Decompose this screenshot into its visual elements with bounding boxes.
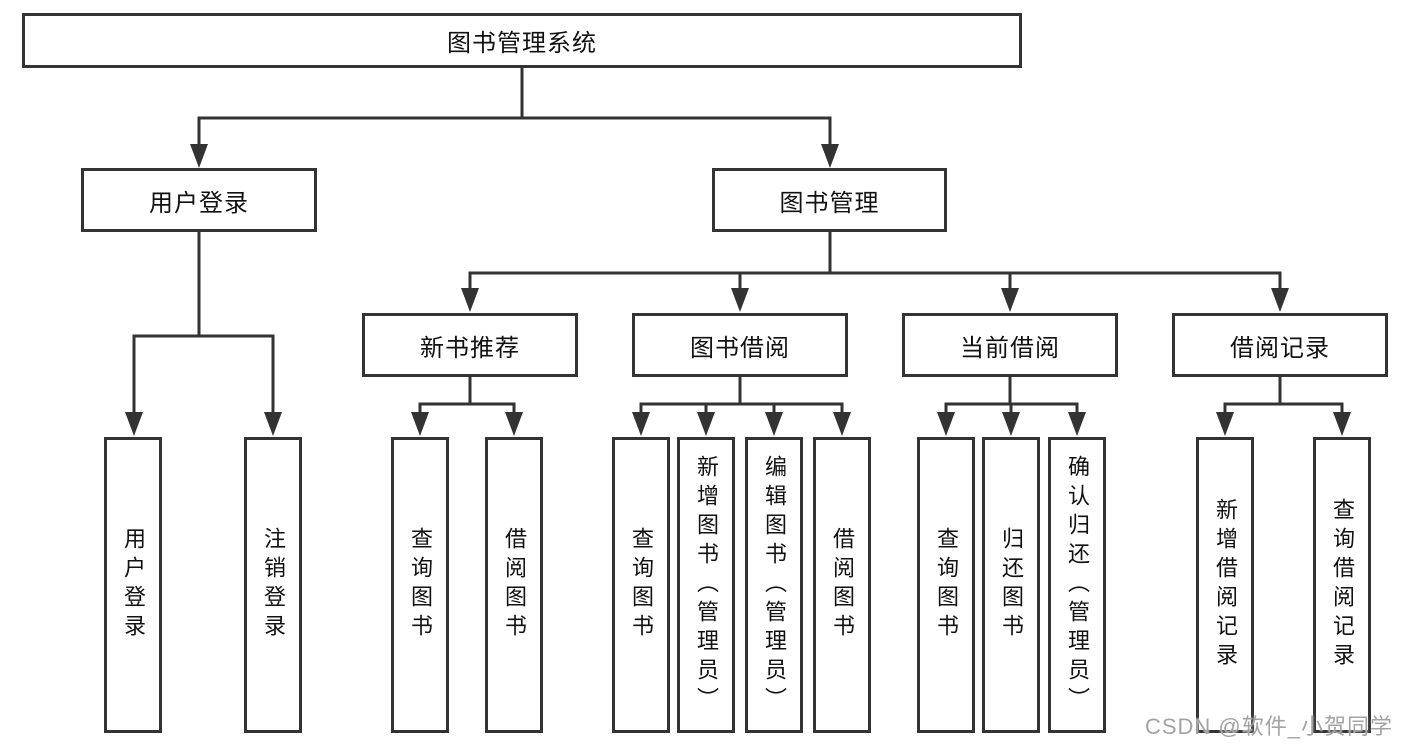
connector-recommend-to-leaves: [418, 375, 516, 416]
connector-bookmgmt-to-level3: [468, 230, 1282, 292]
node-new-book-recommendation: 新书推荐: [362, 313, 578, 377]
node-root-label: 图书管理系统: [447, 30, 597, 57]
leaf-borrow-borrow-books-label: 借阅图书: [830, 527, 855, 643]
arrowhead-icon: [264, 412, 282, 436]
arrowhead-icon: [833, 412, 851, 436]
leaf-current-return-books: 归还图书: [982, 437, 1040, 733]
leaf-borrow-borrow-books: 借阅图书: [813, 437, 871, 733]
leaf-current-confirm-return-admin-label: 确认归还（管理员）: [1065, 454, 1090, 716]
node-borrowing-records-label: 借阅记录: [1230, 334, 1330, 362]
node-new-book-recommendation-label: 新书推荐: [420, 334, 520, 362]
arrowhead-icon: [1068, 412, 1086, 436]
leaf-recommend-query-books-label: 查询图书: [408, 527, 433, 643]
leaf-borrow-add-books-admin: 新增图书（管理员）: [677, 437, 735, 733]
leaf-borrow-query-books: 查询图书: [612, 437, 670, 733]
arrowhead-icon: [1271, 288, 1289, 312]
node-current-borrowing-label: 当前借阅: [960, 334, 1060, 362]
arrowhead-icon: [190, 144, 208, 168]
connector-root-to-level2: [197, 66, 832, 150]
arrowhead-icon: [411, 412, 429, 436]
node-root: 图书管理系统: [22, 13, 1022, 68]
arrowhead-icon: [505, 412, 523, 436]
leaf-current-query-books: 查询图书: [917, 437, 975, 733]
arrowhead-icon: [821, 144, 839, 168]
arrowhead-icon: [765, 412, 783, 436]
leaf-records-query-record: 查询借阅记录: [1313, 437, 1371, 733]
leaf-borrow-add-books-admin-label: 新增图书（管理员）: [694, 454, 719, 716]
node-user-login-label: 用户登录: [149, 189, 249, 217]
arrowhead-icon: [1002, 412, 1020, 436]
connector-records-to-leaves: [1223, 375, 1344, 416]
node-book-borrowing-label: 图书借阅: [690, 334, 790, 362]
connector-userlogin-to-leaves: [132, 230, 275, 416]
leaf-recommend-borrow-books: 借阅图书: [485, 437, 543, 733]
arrowhead-icon: [697, 412, 715, 436]
node-current-borrowing: 当前借阅: [902, 313, 1118, 377]
arrowhead-icon: [632, 412, 650, 436]
node-book-borrowing: 图书借阅: [632, 313, 848, 377]
connector-current-to-leaves: [944, 375, 1079, 416]
arrowhead-icon: [461, 288, 479, 312]
arrowhead-icon: [1001, 288, 1019, 312]
node-book-management-label: 图书管理: [779, 189, 880, 217]
arrowhead-icon: [1333, 412, 1351, 436]
node-borrowing-records: 借阅记录: [1172, 313, 1388, 377]
leaf-logout-login: 注销登录: [244, 437, 302, 733]
leaf-records-add-record: 新增借阅记录: [1196, 437, 1254, 733]
arrowhead-icon: [731, 288, 749, 312]
leaf-recommend-query-books: 查询图书: [391, 437, 449, 733]
arrowhead-icon: [1216, 412, 1234, 436]
node-book-management: 图书管理: [712, 168, 947, 232]
connector-borrow-to-leaves: [639, 375, 844, 416]
leaf-records-add-record-label: 新增借阅记录: [1213, 498, 1238, 672]
arrowhead-icon: [125, 412, 143, 436]
arrowhead-icon: [937, 412, 955, 436]
leaf-user-login: 用户登录: [104, 437, 162, 733]
leaf-user-login-label: 用户登录: [121, 527, 146, 643]
node-user-login: 用户登录: [81, 168, 317, 232]
leaf-current-query-books-label: 查询图书: [934, 527, 959, 643]
leaf-borrow-edit-books-admin-label: 编辑图书（管理员）: [762, 454, 787, 716]
leaf-current-confirm-return-admin: 确认归还（管理员）: [1048, 437, 1106, 733]
leaf-recommend-borrow-books-label: 借阅图书: [502, 527, 527, 643]
leaf-logout-login-label: 注销登录: [261, 527, 286, 643]
leaf-borrow-edit-books-admin: 编辑图书（管理员）: [745, 437, 803, 733]
leaf-current-return-books-label: 归还图书: [999, 527, 1024, 643]
leaf-records-query-record-label: 查询借阅记录: [1330, 498, 1355, 672]
watermark: CSDN @软件_小贺同学: [1144, 714, 1393, 739]
leaf-borrow-query-books-label: 查询图书: [629, 527, 654, 643]
